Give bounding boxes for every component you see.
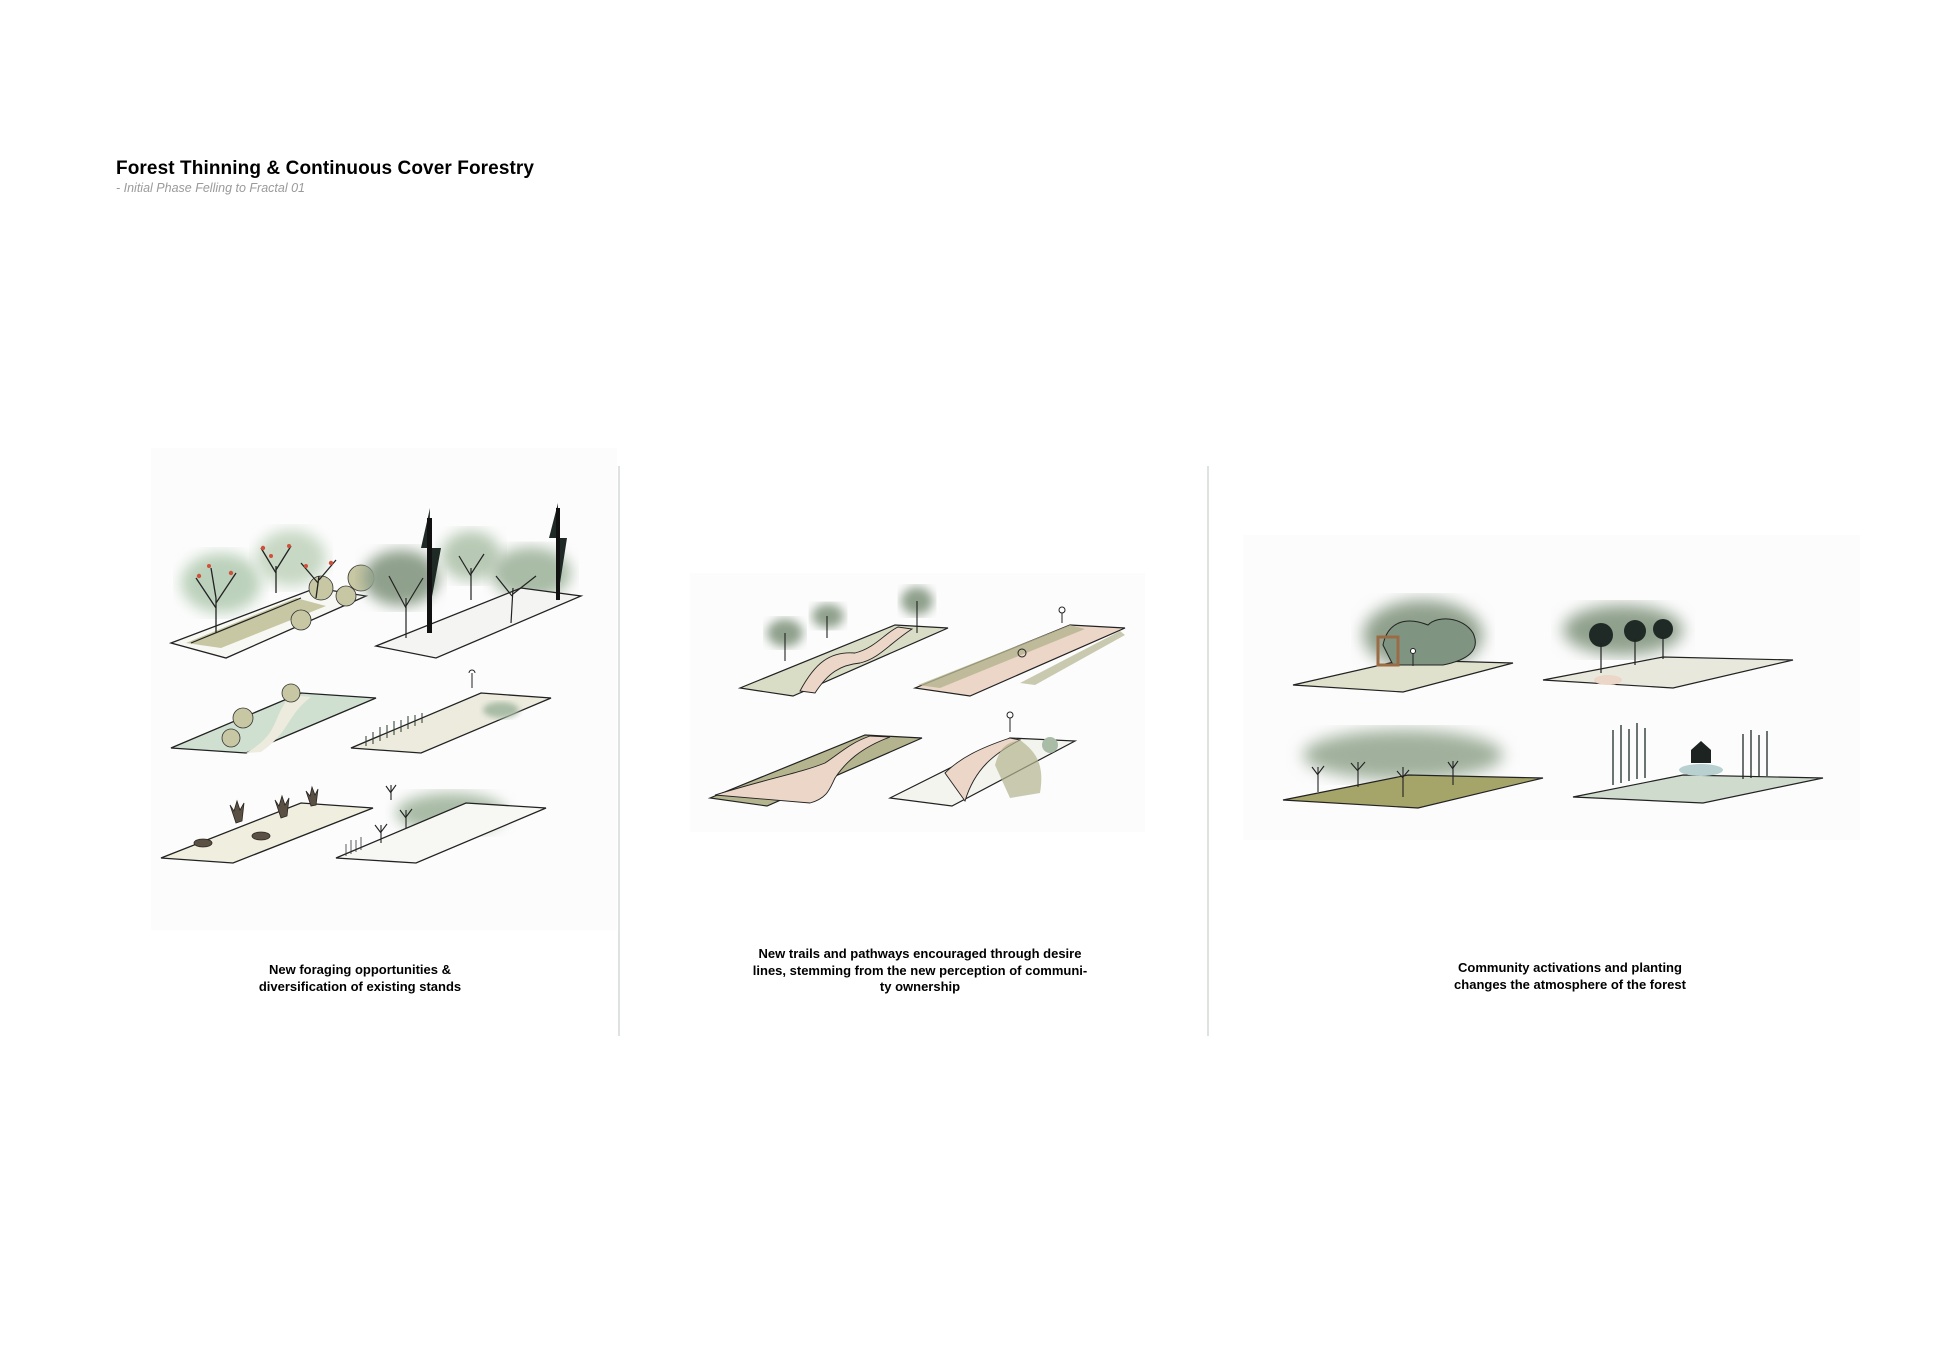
column-divider-1 — [618, 466, 620, 1036]
plot-wide-path — [912, 606, 1126, 697]
illustration-foraging — [151, 448, 617, 930]
caption-line: New trails and pathways encouraged throu… — [758, 946, 1082, 961]
plot-planted-trees — [1542, 605, 1794, 689]
trails-plots-illustration — [707, 587, 1126, 807]
plot-young-orchard — [1282, 730, 1544, 809]
plot-timber-frame — [1292, 600, 1514, 693]
illustration-trails — [690, 573, 1145, 832]
plot-cabin-forest — [1572, 723, 1824, 804]
plot-fruit-trees — [168, 530, 375, 659]
caption-line: Community activations and planting — [1458, 960, 1682, 975]
plot-bushes — [160, 785, 374, 864]
caption-foraging: New foraging opportunities & diversifica… — [200, 962, 520, 995]
plot-conifers — [363, 503, 584, 659]
caption-line: changes the atmosphere of the forest — [1454, 976, 1686, 992]
illustration-community — [1243, 535, 1860, 840]
plot-clearing — [335, 784, 547, 864]
page-subtitle: - Initial Phase Felling to Fractal 01 — [116, 181, 305, 195]
caption-community: Community activations and planting chang… — [1410, 960, 1730, 993]
caption-line: New foraging opportunities & — [269, 962, 451, 977]
page-title: Forest Thinning & Continuous Cover Fores… — [116, 158, 535, 179]
plot-forking-path — [707, 734, 923, 807]
plot-stream — [170, 683, 377, 754]
caption-trails: New trails and pathways encouraged throu… — [735, 946, 1105, 996]
caption-line: lines, stemming from the new perception … — [752, 962, 1088, 978]
column-divider-2 — [1207, 466, 1209, 1036]
caption-line: ty ownership — [879, 979, 961, 994]
plot-curved-path-person — [887, 711, 1078, 807]
plot-reeds — [350, 669, 552, 754]
foraging-plots-illustration — [160, 503, 584, 864]
community-plots-illustration — [1282, 600, 1824, 809]
caption-line: diversification of existing stands — [258, 978, 462, 994]
plot-curving-path — [737, 587, 949, 697]
